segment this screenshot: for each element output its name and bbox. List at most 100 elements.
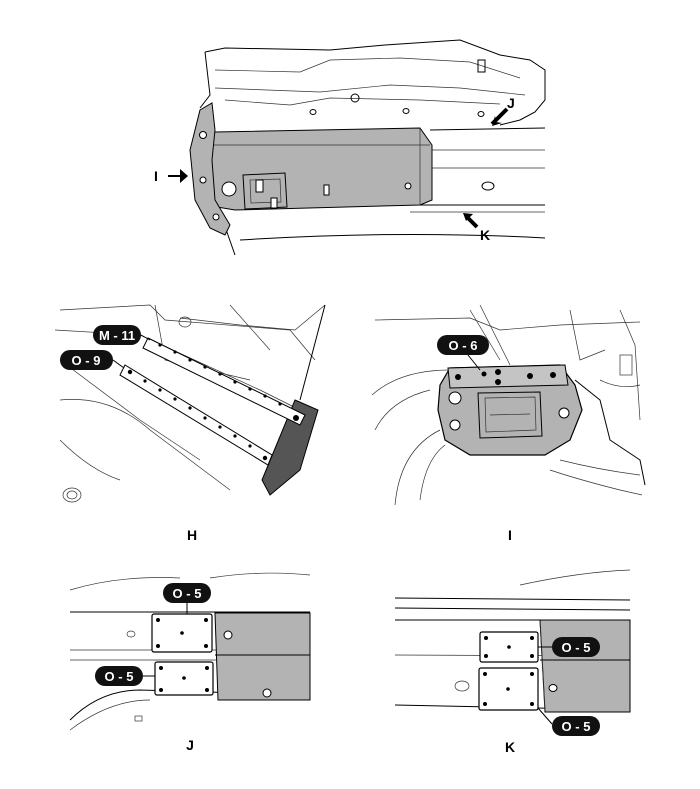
bracket-pocket-inner xyxy=(484,396,537,433)
hole xyxy=(448,391,462,405)
plate-holes xyxy=(156,618,208,648)
hole xyxy=(449,419,461,431)
arrow-label-i: I xyxy=(154,168,158,184)
hole xyxy=(62,487,82,503)
hole xyxy=(178,316,192,328)
leader-line xyxy=(537,707,553,725)
strip-m11 xyxy=(142,337,306,426)
strip-o9 xyxy=(119,364,273,466)
arrow-k-icon xyxy=(463,213,473,221)
rail-line xyxy=(394,597,631,601)
body-edge xyxy=(199,51,211,109)
hole xyxy=(402,108,410,114)
panel-k: O - 5 O - 5 K xyxy=(394,569,631,755)
callout-o5-lower xyxy=(552,716,600,736)
rail-line xyxy=(394,607,631,611)
hole xyxy=(66,490,78,500)
leader-line xyxy=(467,354,481,371)
hole xyxy=(548,684,558,692)
detail-line xyxy=(299,304,326,401)
callout-o5-upper xyxy=(552,637,600,657)
callout-o5-upper-label: O - 5 xyxy=(173,586,202,601)
detail-line xyxy=(619,309,641,421)
callout-o9 xyxy=(60,350,113,370)
body-line xyxy=(224,97,501,106)
detail-line xyxy=(59,439,121,481)
hole xyxy=(262,688,272,698)
callout-m11-label: M - 11 xyxy=(99,328,135,343)
bracket-pocket-inner xyxy=(489,413,531,416)
plate-holes xyxy=(159,666,209,692)
detail-line xyxy=(469,309,501,361)
bracket-inner xyxy=(249,178,282,204)
arrow-label-k: K xyxy=(480,227,490,243)
detail-line xyxy=(229,304,271,351)
panel-label-j: J xyxy=(186,737,194,753)
callout-o5-lower-label: O - 5 xyxy=(562,719,591,734)
arrow-i-icon xyxy=(168,169,188,183)
detail-line xyxy=(479,304,511,366)
detail-line xyxy=(374,317,641,331)
callout-o5-lower-label: O - 5 xyxy=(105,669,134,684)
hole xyxy=(134,715,143,722)
detail-line xyxy=(574,379,646,486)
callout-o6-label: O - 6 xyxy=(449,338,478,353)
hole xyxy=(350,93,360,103)
strip-m11-holes xyxy=(158,343,299,421)
reinforcement-panel xyxy=(204,127,433,211)
slot xyxy=(619,354,633,376)
rail-line xyxy=(69,699,151,731)
detail-line xyxy=(559,459,641,476)
rail-line xyxy=(429,127,546,131)
body-line xyxy=(214,84,526,96)
leader-line xyxy=(112,359,125,369)
hole xyxy=(481,181,495,191)
callout-o5-upper-label: O - 5 xyxy=(562,640,591,655)
callout-o6 xyxy=(437,335,489,355)
bolt xyxy=(477,59,486,73)
panel-label-k: K xyxy=(505,739,515,755)
body-outline-upper xyxy=(204,39,546,126)
panel-h: M - 11 O - 9 H xyxy=(54,304,326,543)
detail-line xyxy=(154,304,251,381)
rail-line xyxy=(69,689,311,721)
plate-holes xyxy=(483,672,534,706)
panel-i: O - 6 I xyxy=(371,304,646,543)
rail-section xyxy=(214,612,311,701)
detail-line xyxy=(374,389,431,431)
hole xyxy=(404,182,412,190)
rail-fold xyxy=(539,621,546,711)
rail-section xyxy=(539,619,631,713)
hole xyxy=(221,181,237,197)
callout-o5-upper xyxy=(163,583,211,603)
detail-line xyxy=(519,569,631,586)
bolt xyxy=(323,184,330,196)
hole xyxy=(126,630,136,638)
detail-line xyxy=(419,444,446,501)
hole xyxy=(558,407,570,419)
callout-o5-lower xyxy=(95,666,143,686)
callout-m11 xyxy=(93,325,141,345)
strip-o9-holes xyxy=(127,369,268,461)
hole xyxy=(212,213,220,221)
detail-line xyxy=(394,429,441,506)
bracket-flange xyxy=(447,364,569,389)
hole xyxy=(199,131,207,139)
hole xyxy=(199,176,207,184)
plate-holes xyxy=(484,636,534,658)
detail-line xyxy=(59,399,231,491)
hole xyxy=(454,680,470,692)
leader-line xyxy=(140,334,151,341)
detail-line xyxy=(371,369,451,396)
panel-label-i: I xyxy=(508,527,512,543)
bolt xyxy=(270,197,278,209)
detail-line xyxy=(209,572,311,579)
panel-j: O - 5 O - 5 J xyxy=(69,572,311,753)
detail-line xyxy=(59,304,316,361)
bolt xyxy=(255,179,264,193)
detail-line xyxy=(569,309,606,361)
rail-end xyxy=(261,399,319,496)
hole xyxy=(223,630,233,640)
detail-line xyxy=(549,469,643,496)
